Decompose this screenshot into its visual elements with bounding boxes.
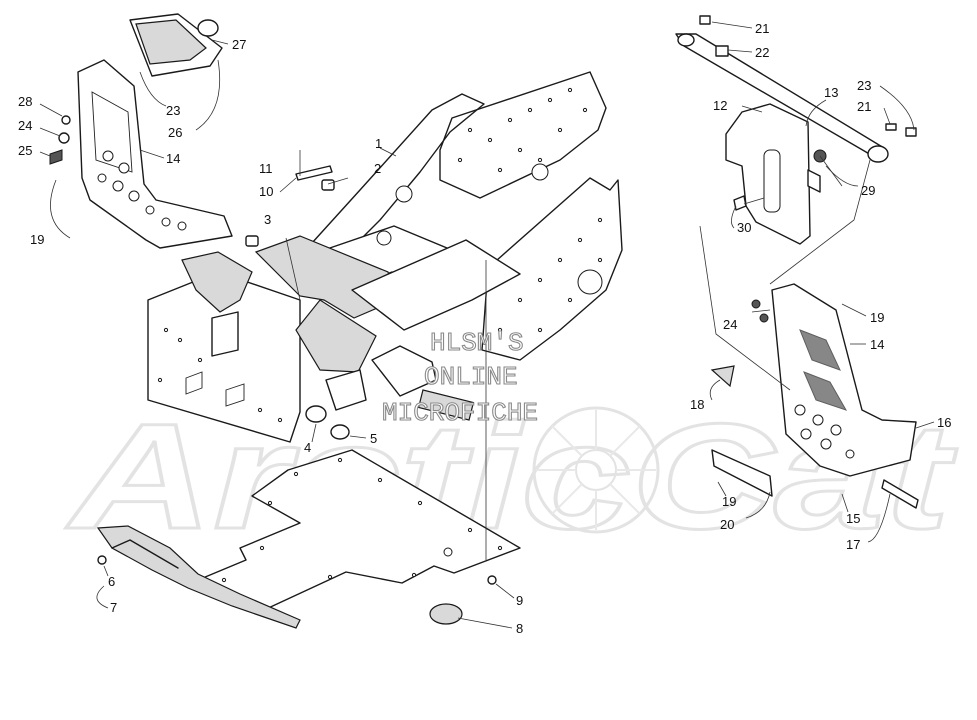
- front-skid-plate: [96, 525, 301, 629]
- callout-28: 28: [18, 94, 32, 109]
- watermark-text: HLSM'S ONLINE MICROFICHE: [381, 327, 538, 428]
- part-10-pin: [295, 165, 333, 181]
- callout-19: 19: [870, 310, 884, 325]
- callout-21: 21: [755, 21, 769, 36]
- callout-14: 14: [166, 151, 180, 166]
- part-4-washer: [305, 405, 327, 423]
- callout-17: 17: [846, 537, 860, 552]
- part-8-plug: [429, 603, 463, 625]
- callout-1: 1: [375, 136, 382, 151]
- belly-pan: [197, 449, 521, 611]
- right-footrest-assembly: [710, 283, 919, 509]
- part-9-screw: [487, 575, 497, 585]
- callout-23: 23: [857, 78, 871, 93]
- callout-27: 27: [232, 37, 246, 52]
- chassis-frame: [147, 71, 623, 443]
- callout-24: 24: [723, 317, 737, 332]
- callout-6: 6: [108, 574, 115, 589]
- callout-19: 19: [722, 494, 736, 509]
- callout-5: 5: [370, 431, 377, 446]
- callout-25: 25: [18, 143, 32, 158]
- callout-8: 8: [516, 621, 523, 636]
- watermark-wheel: [532, 406, 660, 534]
- watermark-line-3: MICROFICHE: [382, 398, 538, 428]
- callout-26: 26: [168, 125, 182, 140]
- watermark-line-1: HLSM'S: [430, 328, 524, 358]
- callout-7: 7: [110, 600, 117, 615]
- callout-18: 18: [690, 397, 704, 412]
- part-5-washer: [330, 424, 350, 440]
- callout-11: 11: [259, 161, 273, 176]
- callout-3: 3: [264, 212, 271, 227]
- callout-24: 24: [18, 118, 32, 133]
- callout-23: 23: [166, 103, 180, 118]
- part-2-bushing: [321, 179, 335, 191]
- callout-4: 4: [304, 440, 311, 455]
- leader-lines: [285, 150, 871, 560]
- callout-22: 22: [755, 45, 769, 60]
- callout-29: 29: [861, 183, 875, 198]
- callouts: 27 23 26 14 28 24 25 19 11 10 3 1 2 4 5 …: [18, 21, 951, 636]
- callout-13: 13: [824, 85, 838, 100]
- callout-30: 30: [737, 220, 751, 235]
- hardware-small-parts: [97, 165, 497, 625]
- callout-14: 14: [870, 337, 884, 352]
- callout-2: 2: [374, 161, 381, 176]
- callout-9: 9: [516, 593, 523, 608]
- callout-10: 10: [259, 184, 273, 199]
- part-3-bolt: [245, 235, 259, 247]
- callout-15: 15: [846, 511, 860, 526]
- callout-21: 21: [857, 99, 871, 114]
- callout-19: 19: [30, 232, 44, 247]
- callout-16: 16: [937, 415, 951, 430]
- watermark-line-2: ONLINE: [424, 362, 518, 392]
- steering-support-assembly: [675, 15, 917, 245]
- part-6-screw: [97, 555, 107, 565]
- watermark-spokes: [536, 410, 656, 530]
- callout-12: 12: [713, 98, 727, 113]
- left-footrest-assembly: [49, 13, 233, 249]
- callout-20: 20: [720, 517, 734, 532]
